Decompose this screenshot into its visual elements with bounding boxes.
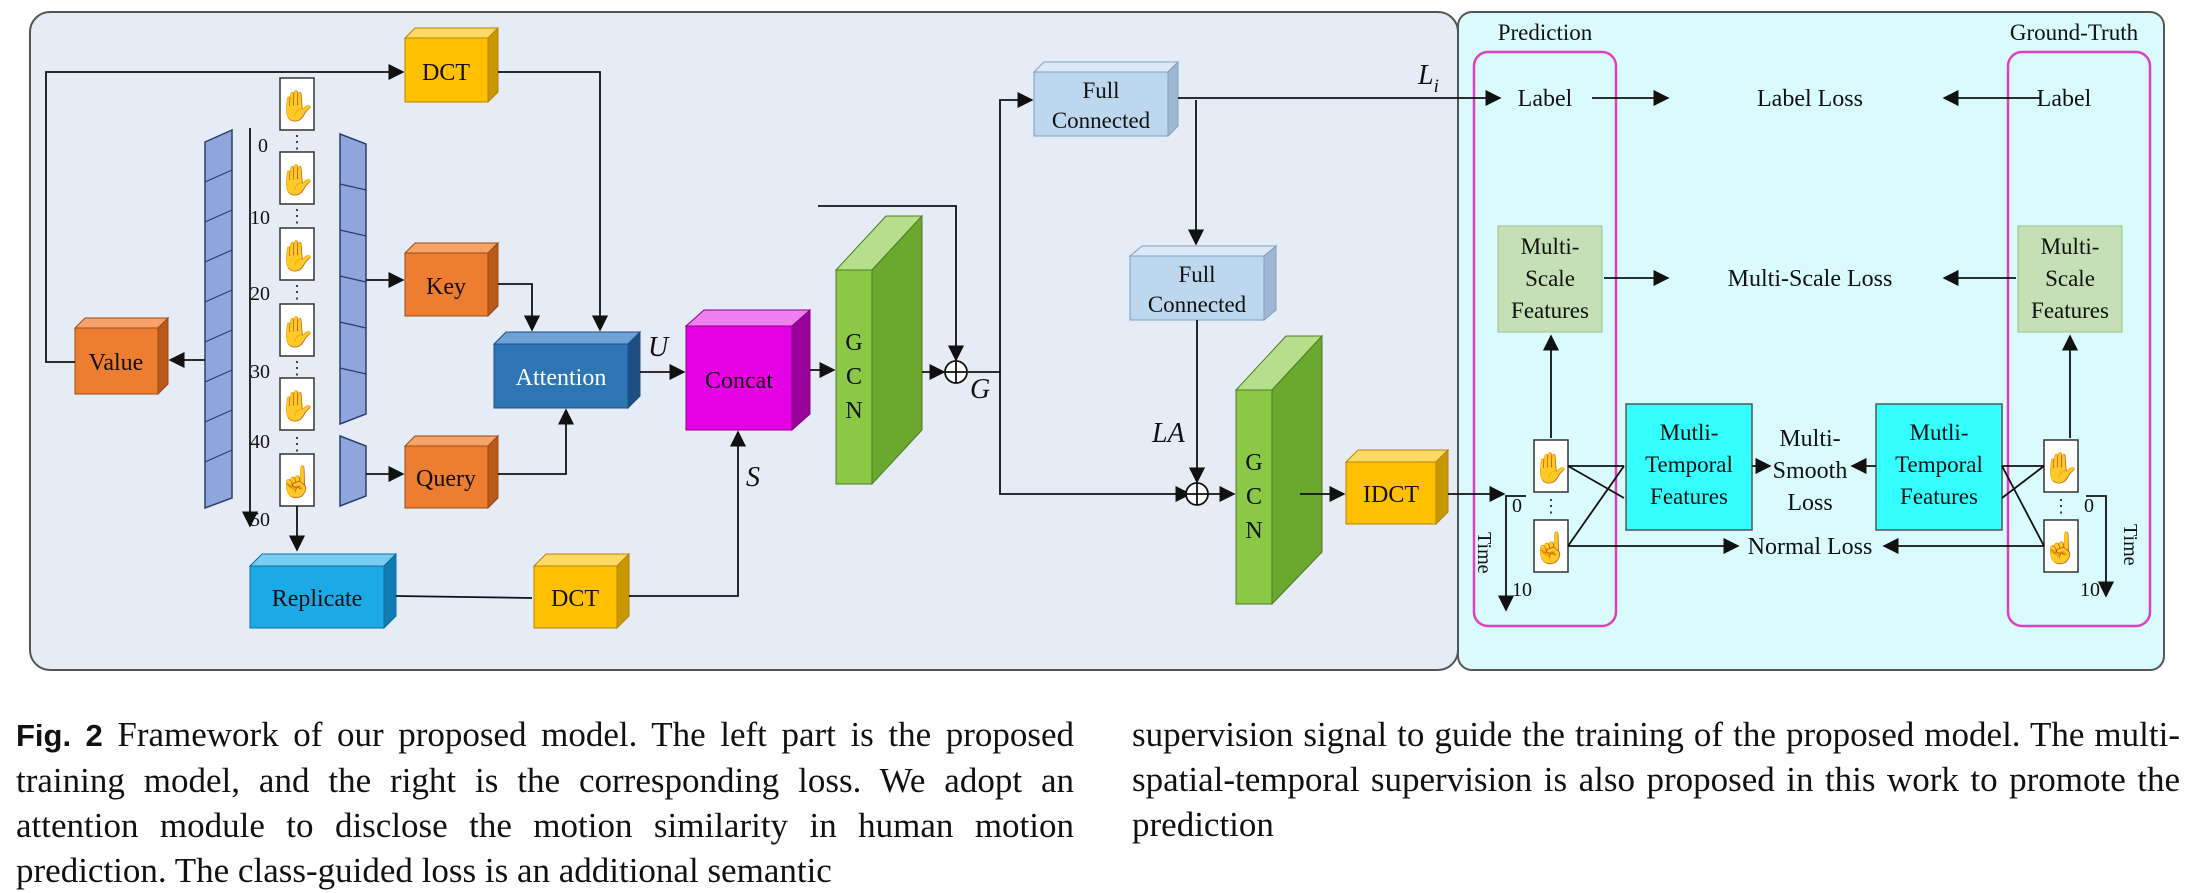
caption-right-text: supervision signal to guide the training… (1132, 715, 2180, 844)
model-arrows (45, 63, 1506, 599)
label-loss: Label Loss (1757, 86, 1863, 112)
symbol-u: U (648, 332, 670, 363)
prediction-column (1472, 50, 1618, 628)
svg-text:GCN: GCN (845, 330, 862, 424)
symbol-s: S (746, 462, 760, 493)
replicate-block: Replicate (248, 552, 398, 630)
ground-truth-column (2006, 50, 2152, 628)
sum-nodes (944, 360, 1209, 506)
framework-diagram: Prediction Ground-Truth 0 10 20 30 40 50… (29, 11, 2165, 671)
svg-text:☝: ☝ (2042, 529, 2079, 566)
dct-bottom-block: DCT (532, 552, 631, 630)
svg-text:⋮: ⋮ (288, 434, 306, 454)
prediction-label: Prediction (1498, 20, 1593, 45)
svg-text:☝: ☝ (1532, 529, 1569, 566)
prediction-frames (1533, 439, 1569, 573)
hand-glyphs: ✋ ✋ ✋ ✋ ✋ ☝ (278, 88, 315, 500)
value-block: Value (73, 316, 170, 396)
query-block: Query (403, 434, 500, 510)
svg-text:30: 30 (250, 361, 270, 383)
figure-label: Fig. 2 (16, 718, 103, 753)
caption-left-text: Framework of our proposed model. The lef… (16, 715, 1075, 890)
hand-frames (279, 77, 315, 507)
svg-text:0: 0 (2084, 495, 2094, 517)
loss-arrows (1542, 89, 2079, 555)
caption-left-column: Fig. 2 Framework of our proposed model. … (16, 712, 1074, 893)
svg-text:✋: ✋ (2042, 450, 2079, 485)
ground-truth-frames (2043, 439, 2079, 573)
concat-block: Concat (684, 308, 812, 432)
svg-text:✋: ✋ (278, 162, 315, 197)
svg-text:✋: ✋ (1532, 450, 1569, 485)
svg-text:⋮: ⋮ (1542, 496, 1560, 516)
svg-text:DCT: DCT (422, 60, 470, 86)
svg-text:✋: ✋ (278, 314, 315, 349)
svg-text:⋮: ⋮ (288, 132, 306, 152)
time-axis-gt: 0 10 Time (2080, 495, 2141, 601)
svg-text:✋: ✋ (278, 88, 315, 123)
svg-text:Time: Time (2119, 524, 2141, 566)
svg-text:⋮: ⋮ (2052, 496, 2070, 516)
svg-text:40: 40 (250, 431, 270, 453)
svg-text:⋮: ⋮ (288, 206, 306, 226)
label-prediction: Label (1518, 86, 1573, 112)
time-axis-pred: 0 10 Time (1473, 495, 1532, 601)
key-block: Key (403, 241, 500, 318)
svg-text:Query: Query (416, 466, 476, 492)
svg-text:DCT: DCT (551, 586, 599, 612)
svg-text:Key: Key (426, 274, 466, 300)
svg-text:0: 0 (258, 135, 268, 157)
normal-loss: Normal Loss (1748, 534, 1873, 560)
svg-text:10: 10 (2080, 579, 2100, 601)
svg-text:20: 20 (250, 283, 270, 305)
svg-text:Value: Value (89, 350, 144, 376)
symbol-la: LA (1151, 418, 1186, 449)
dct-top-block: DCT (403, 26, 500, 104)
caption-right-column: supervision signal to guide the training… (1132, 712, 2180, 847)
label-ground-truth: Label (2037, 86, 2092, 112)
multi-scale-loss: Multi-Scale Loss (1728, 266, 1893, 292)
svg-text:⋮: ⋮ (288, 358, 306, 378)
idct-block: IDCT (1344, 448, 1450, 526)
svg-text:IDCT: IDCT (1363, 482, 1419, 508)
ground-truth-label: Ground-Truth (2010, 20, 2139, 45)
svg-text:Time: Time (1473, 532, 1495, 574)
attention-block: Attention (492, 330, 642, 410)
svg-text:Concat: Concat (705, 368, 773, 394)
symbol-g: G (970, 374, 990, 405)
frame-tick-labels: 0 10 20 30 40 50 (250, 135, 270, 531)
svg-text:✋: ✋ (278, 388, 315, 423)
svg-text:✋: ✋ (278, 238, 315, 273)
svg-text:Replicate: Replicate (272, 586, 363, 612)
svg-text:0: 0 (1512, 495, 1522, 517)
svg-text:Attention: Attention (516, 365, 607, 391)
svg-text:⋮: ⋮ (288, 282, 306, 302)
symbol-li: Li (1417, 60, 1439, 97)
svg-text:10: 10 (1512, 579, 1532, 601)
query-encoder (339, 434, 367, 508)
svg-text:50: 50 (250, 509, 270, 531)
svg-text:GCN: GCN (1245, 450, 1262, 544)
svg-text:10: 10 (250, 207, 270, 229)
svg-text:☝: ☝ (278, 463, 315, 500)
